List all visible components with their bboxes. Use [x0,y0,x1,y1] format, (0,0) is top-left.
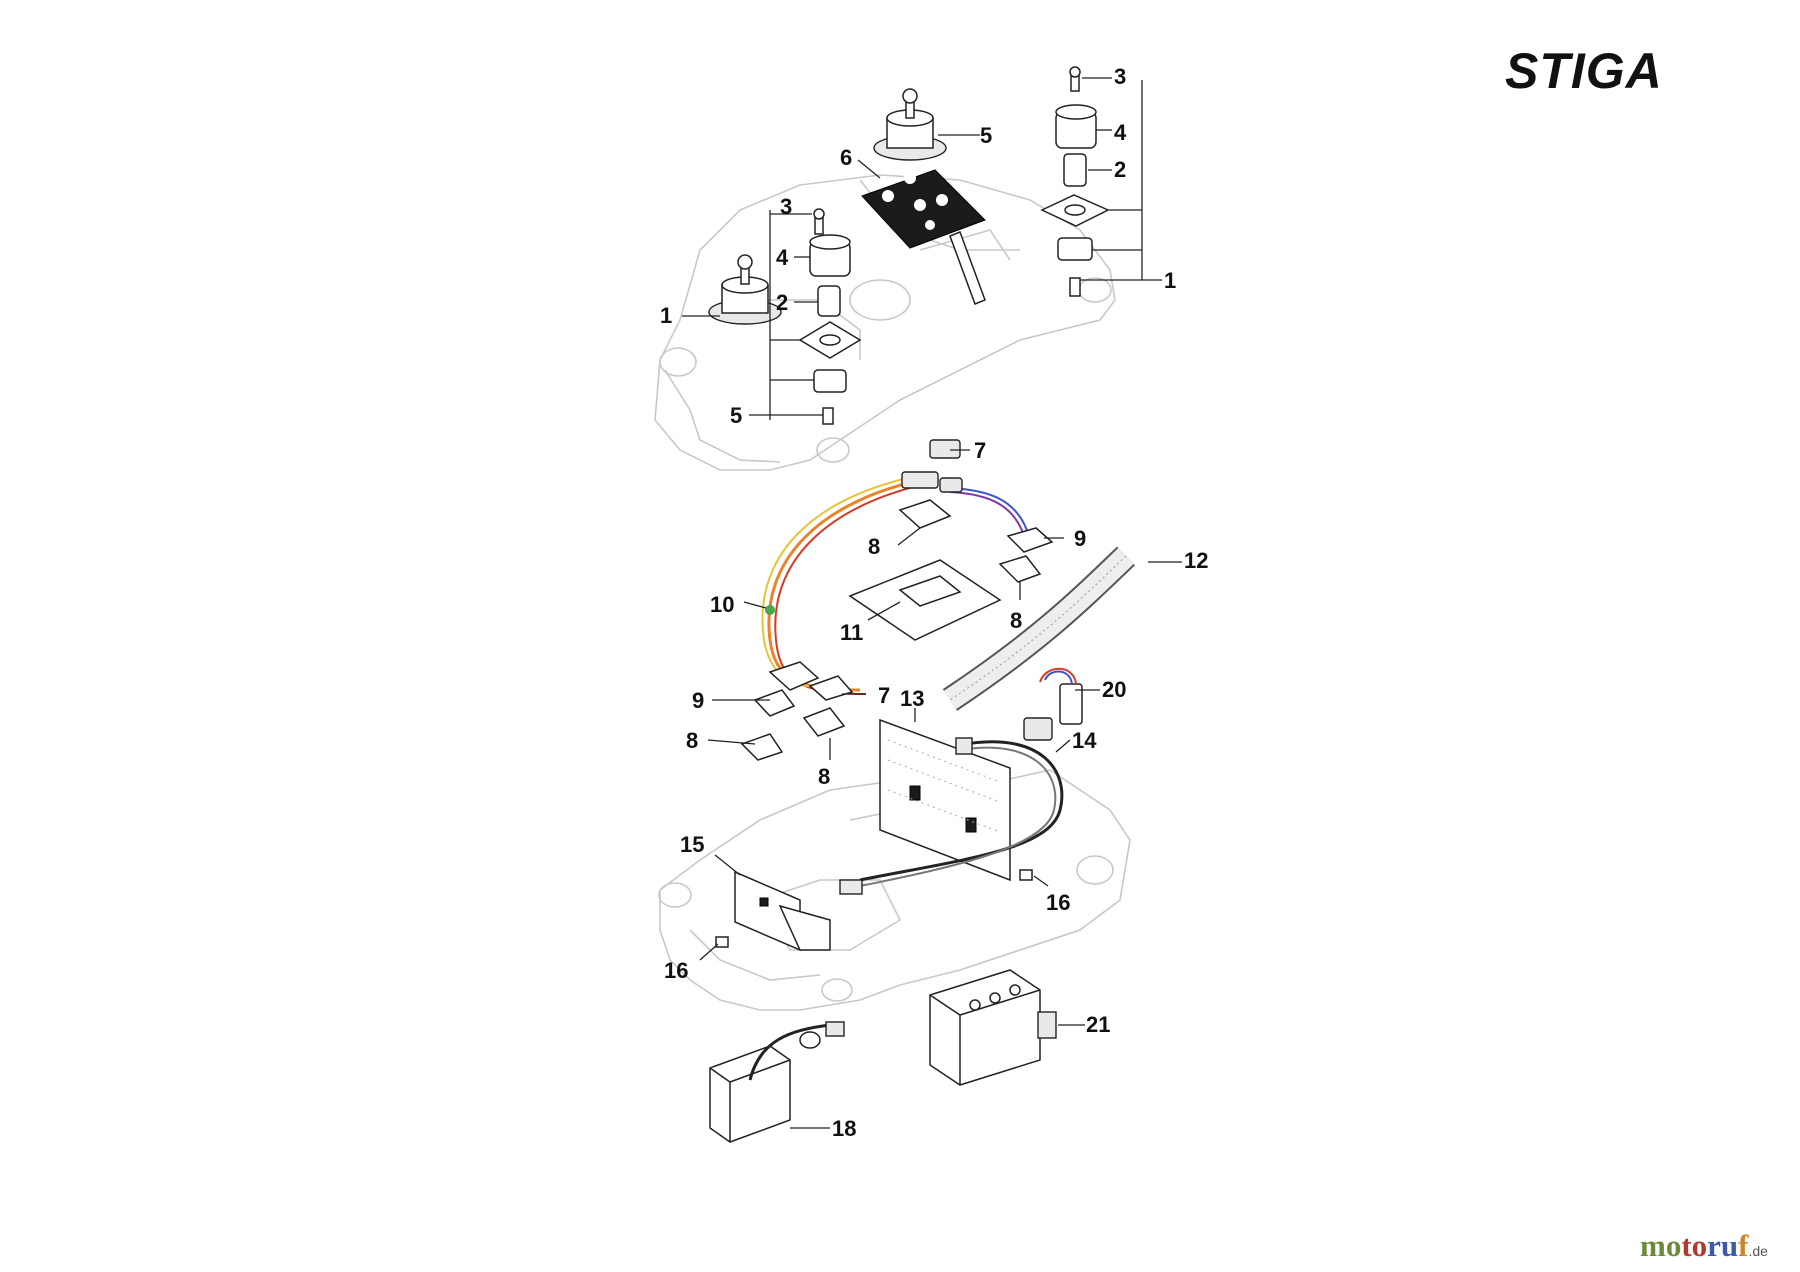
svg-text:STIGA: STIGA [1505,43,1663,99]
callout-5-left: 5 [730,403,742,428]
callout-4-left: 4 [776,245,789,270]
callout-4-right: 4 [1114,120,1127,145]
callout-12: 12 [1184,548,1208,573]
callout-6: 6 [840,145,852,170]
callout-8-low-left: 8 [686,728,698,753]
callout-8-low-right: 8 [818,764,830,789]
callout-21: 21 [1086,1012,1110,1037]
callout-3-right: 3 [1114,64,1126,89]
callout-20: 20 [1102,677,1126,702]
callout-8-mid-left: 8 [868,534,880,559]
callout-11: 11 [840,620,863,645]
connector-20 [1023,667,1083,741]
left-mount-stack [798,208,862,425]
callout-13: 13 [900,686,924,711]
callout-18: 18 [832,1116,856,1141]
callout-3-left: 3 [780,194,792,219]
fastener-16-right [1019,869,1033,881]
callout-7-low: 7 [878,683,890,708]
right-mount-stack [1040,66,1110,297]
fastener-16-left [715,936,729,948]
motoruf-watermark: motoruf.de [1640,1228,1768,1263]
callout-2-right: 2 [1114,157,1126,182]
leader-lines [682,77,1182,1129]
callout-8-mid-right: 8 [1010,608,1022,633]
battery-box-18 [709,1021,845,1143]
callout-1-right: 1 [1164,268,1176,293]
callout-10: 10 [710,592,734,617]
callout-1-left: 1 [660,303,672,328]
callout-5-top: 5 [980,123,992,148]
ribbon-cable [942,546,1135,711]
keypad-membrane [861,169,986,305]
callout-labels: 1 3 4 2 5 5 6 3 4 2 1 7 8 9 12 10 11 8 9… [660,64,1208,1141]
stiga-logo: STIGA [1505,43,1663,99]
callout-7-top: 7 [974,438,986,463]
callout-15: 15 [680,832,704,857]
buffer-post-top [873,88,947,161]
callout-16-right: 16 [1046,890,1070,915]
wiring-harness [761,439,1031,695]
battery-pack-21 [929,969,1057,1086]
board-15 [734,870,831,952]
callout-2-left: 2 [776,290,788,315]
sensor-parts-middle [740,499,1054,761]
callout-16-left: 16 [664,958,688,983]
chassis-base [658,769,1131,1011]
callout-14: 14 [1072,728,1097,753]
callout-9-low-left: 9 [692,688,704,713]
buffer-post-left [708,254,782,325]
circuit-board-13 [879,718,1011,882]
callout-9-mid-right: 9 [1074,526,1086,551]
cable-14 [839,737,1064,895]
